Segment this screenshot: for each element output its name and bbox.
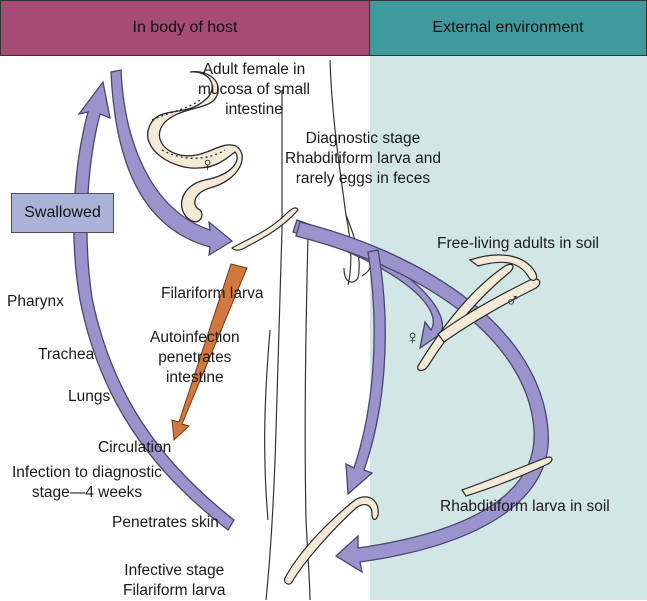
label-autoinfection: Autoinfection penetrates intestine (150, 328, 240, 388)
label-free-living-adults: Free-living adults in soil (437, 234, 599, 254)
infective-larva-worm (285, 497, 379, 584)
female-symbol-icon: ♀ (200, 154, 215, 177)
label-rhabditiform-larva-soil: Rhabditiform larva in soil (440, 497, 610, 517)
label-adult-female: Adult female in mucosa of small intestin… (198, 60, 310, 120)
label-lungs: Lungs (68, 387, 110, 407)
header-in-body-of-host: In body of host (0, 0, 370, 56)
filariform-larva-intestine (232, 208, 298, 250)
female-symbol-icon: ♀ (405, 327, 420, 350)
male-symbol-icon: ♂ (505, 290, 520, 313)
label-infective-stage: Infective stage Filariform larva (123, 561, 225, 601)
header-external-environment: External environment (369, 0, 647, 56)
label-infection-to-diagnostic: Infection to diagnostic stage—4 weeks (12, 463, 162, 503)
label-diagnostic-stage: Diagnostic stage Rhabditiform larva and … (285, 129, 441, 189)
label-filariform-larva: Filariform larva (161, 284, 263, 304)
label-trachea: Trachea (38, 345, 94, 365)
label-circulation: Circulation (98, 438, 171, 458)
label-pharynx: Pharynx (7, 292, 64, 312)
swallowed-box: Swallowed (11, 193, 114, 233)
label-penetrates-skin: Penetrates skin (112, 513, 219, 533)
